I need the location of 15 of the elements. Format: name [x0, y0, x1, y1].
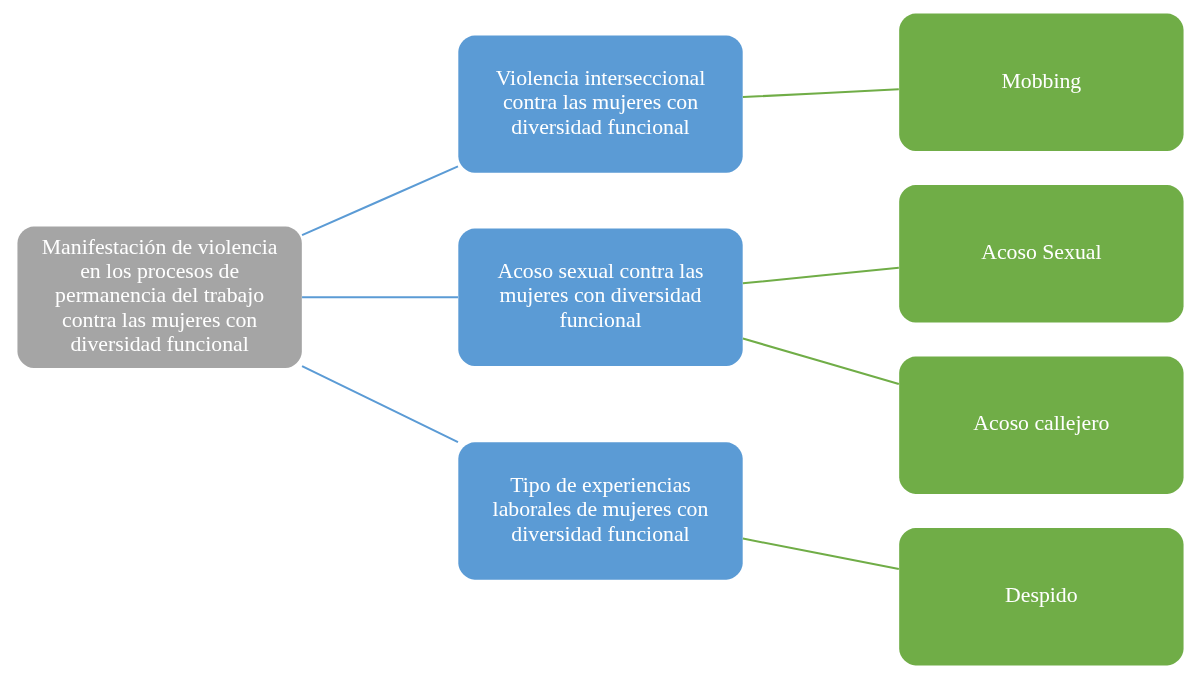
connector [302, 296, 458, 299]
node-box: Acoso Sexual [899, 185, 1184, 323]
node-box: Acoso callejero [899, 356, 1184, 494]
connector [742, 337, 900, 385]
node-box: Tipo de experiencias laborales de mujeres con diversidad funcional [458, 442, 743, 580]
node-box: Violencia interseccional contra las mujeres con diversidad funcional [458, 35, 743, 173]
connector [742, 537, 900, 571]
connector [742, 266, 899, 285]
node-box: Despido [899, 527, 1184, 666]
connector [742, 88, 899, 99]
connector [301, 365, 459, 444]
node-box: Mobbing [899, 13, 1184, 152]
node-box: Acoso sexual contra las mujeres con diversidad funcional [458, 228, 743, 367]
connector [301, 165, 459, 237]
node-box: Manifestación de violencia en los procesos de permanencia del trabajo contra las mujeres con diversidad funcional [17, 226, 302, 369]
